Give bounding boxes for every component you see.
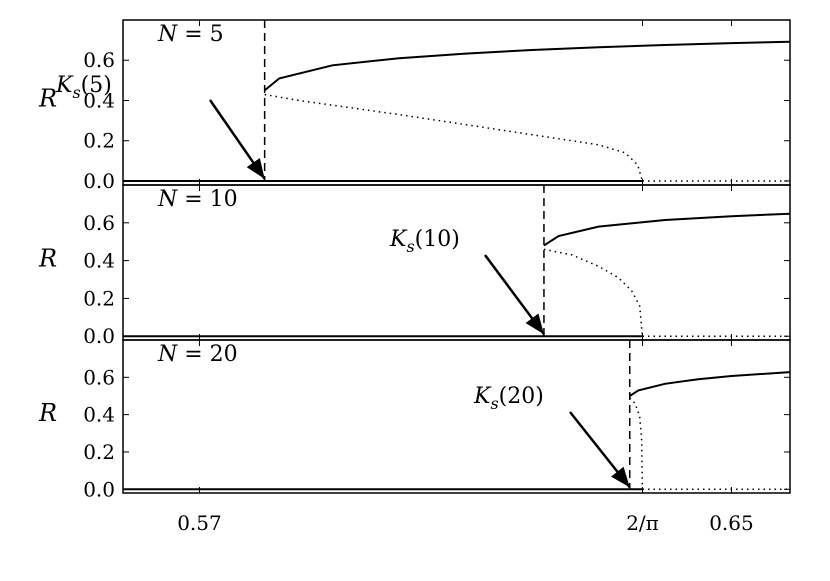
y-tick-label: 0.4 <box>83 249 115 273</box>
stable-upper-branch <box>263 40 791 92</box>
y-axis-label: R <box>38 84 57 112</box>
y-tick-label: 0.4 <box>83 403 115 427</box>
y-tick-label: 0.2 <box>83 129 115 153</box>
ks-annotation: Ks(5) <box>55 73 112 102</box>
y-tick-label: 0.6 <box>83 48 115 72</box>
x-tick-label: 0.65 <box>709 511 754 535</box>
stable-upper-branch <box>543 212 791 247</box>
unstable-branch <box>543 248 644 337</box>
x-tick-label: 0.57 <box>177 511 222 535</box>
y-tick-label: 0.0 <box>83 324 115 348</box>
y-tick-label: 0.6 <box>83 211 115 235</box>
ks-arrow <box>483 254 545 335</box>
y-tick-label: 0.0 <box>83 477 115 501</box>
stable-upper-branch <box>629 371 791 397</box>
y-axis-label: R <box>38 245 57 273</box>
panel-title: N = 10 <box>157 187 238 212</box>
ks-annotation: Ks(10) <box>389 227 460 256</box>
x-tick-label: 2/π <box>626 511 659 535</box>
y-tick-label: 0.6 <box>83 365 115 389</box>
y-tick-label: 0.2 <box>83 440 115 464</box>
ks-annotation: Ks(20) <box>473 384 544 413</box>
ks-arrow <box>569 411 631 489</box>
y-tick-label: 0.0 <box>83 169 115 193</box>
ks-arrow <box>208 99 266 180</box>
unstable-branch <box>264 93 644 182</box>
y-tick-label: 0.4 <box>83 88 115 112</box>
y-axis-label: R <box>38 399 57 427</box>
panel-frame <box>122 339 791 494</box>
unstable-branch <box>629 397 644 490</box>
panel-title: N = 5 <box>157 22 224 47</box>
panel-title: N = 20 <box>157 342 238 367</box>
y-tick-label: 0.2 <box>83 286 115 310</box>
panel-3: 0.0 0.2 0.4 0.6R N = 20 Ks(20) <box>38 339 791 501</box>
panel-1: 0.0 0.2 0.4 0.6R N = 5 Ks(5) <box>38 19 791 193</box>
panel-2: 0.0 0.2 0.4 0.6R N = 10 Ks(10) <box>38 184 791 348</box>
